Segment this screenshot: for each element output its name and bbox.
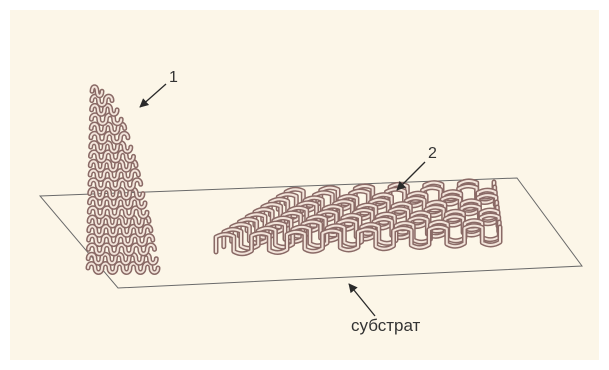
label-horizontal-structure: 2 <box>428 145 437 162</box>
label-vertical-structure: 1 <box>169 69 178 86</box>
label-substrate: субстрат <box>351 316 421 335</box>
